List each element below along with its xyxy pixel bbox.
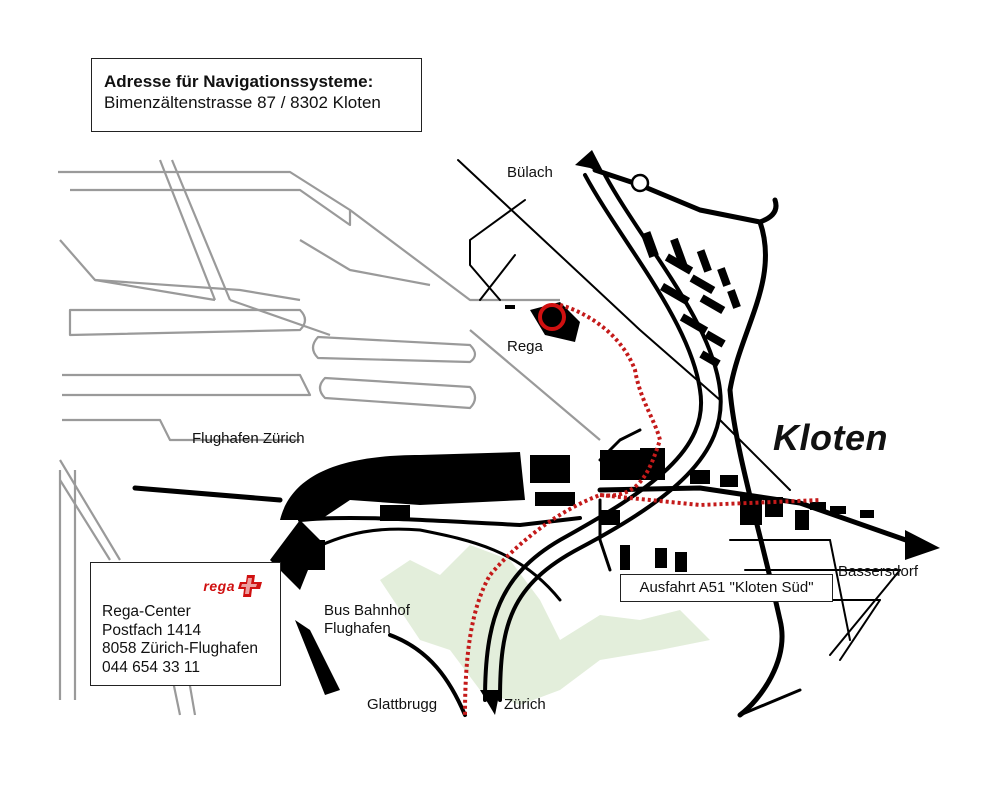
contact-line-postbox: Postfach 1414 — [102, 621, 202, 639]
place-label-kloten: Kloten — [773, 417, 888, 458]
exit-label: Ausfahrt A51 "Kloten Süd" — [620, 574, 833, 602]
address-title: Adresse für Navigationssysteme: — [104, 72, 374, 91]
green-area — [380, 545, 710, 705]
place-label-airport: Flughafen Zürich — [192, 430, 305, 447]
place-label-bassersdorf: Bassersdorf — [838, 563, 919, 580]
place-label-rega: Rega — [507, 338, 543, 355]
contact-box: rega Rega-Center Postfach 1414 8058 Züri… — [90, 562, 281, 686]
place-label-zurich: Zürich — [504, 696, 546, 713]
contact-line-phone: 044 654 33 11 — [102, 658, 200, 676]
address-line: Bimenzältenstrasse 87 / 8302 Kloten — [104, 93, 381, 112]
rega-logo: rega — [102, 569, 269, 603]
place-label-bulach: Bülach — [507, 164, 553, 181]
place-label-glattbrugg: Glattbrugg — [367, 696, 438, 713]
address-box: Adresse für Navigationssysteme: Bimenzäl… — [91, 58, 422, 132]
airport-runways — [58, 159, 601, 716]
bus-label-line2: Flughafen — [324, 620, 391, 637]
roundabout — [630, 173, 650, 193]
rega-cross-icon — [238, 575, 262, 597]
bus-label-line1: Bus Bahnhof — [324, 602, 410, 619]
contact-line-city: 8058 Zürich-Flughafen — [102, 640, 258, 657]
route-path — [463, 303, 821, 716]
place-label-bus-station: Bus Bahnhof Flughafen — [324, 602, 410, 638]
rega-location-marker-icon — [538, 303, 566, 331]
contact-line-name: Rega-Center — [102, 603, 191, 620]
rega-logo-text: rega — [203, 578, 235, 594]
direction-arrows — [480, 150, 940, 715]
